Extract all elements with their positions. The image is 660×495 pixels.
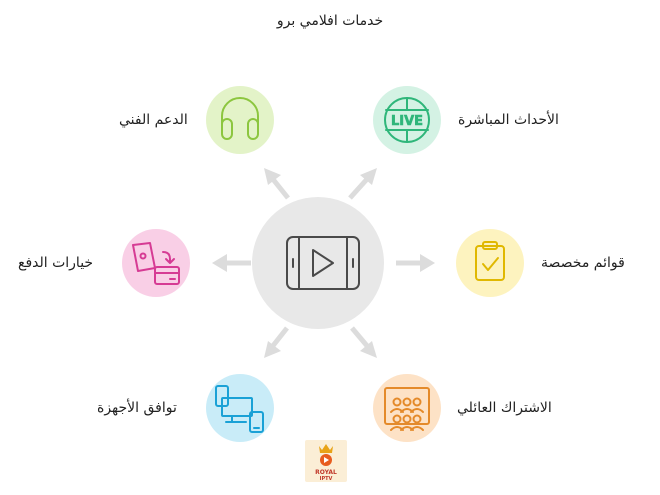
arrow-to-support [264,168,290,200]
play-tablet-icon [286,236,360,290]
devices-circle [206,374,274,442]
devices-label: توافق الأجهزة [97,400,177,416]
payment-cards-icon [132,242,180,285]
lists-circle [456,229,524,297]
support-circle [206,86,274,154]
lists-label: قوائم مخصصة [541,255,625,271]
live-label: الأحداث المباشرة [458,112,559,128]
svg-text:LIVE: LIVE [391,114,423,129]
arrow-to-live [348,168,377,200]
arrow-to-devices [264,326,289,358]
royal-iptv-logo: ROYAL IPTV [305,440,347,482]
logo-line2: IPTV [320,476,333,482]
live-globe-icon: LIVE [384,97,430,143]
support-label: الدعم الفني [119,112,188,128]
arrow-to-payment [212,254,251,272]
devices-icon [215,385,264,433]
family-label: الاشتراك العائلي [457,400,552,416]
arrow-to-family [350,326,377,358]
headphones-icon [221,97,259,140]
logo-line1: ROYAL [315,469,337,476]
payment-label: خيارات الدفع [18,255,94,271]
diagram-title: خدمات افلامي برو [276,13,384,29]
clipboard-check-icon [475,241,505,281]
family-group-icon [384,387,430,431]
arrow-to-lists [396,254,435,272]
center-hub [252,197,384,329]
royal-iptv-logo-graphic: ROYAL IPTV [315,444,337,482]
payment-circle [122,229,190,297]
live-circle [373,86,441,154]
